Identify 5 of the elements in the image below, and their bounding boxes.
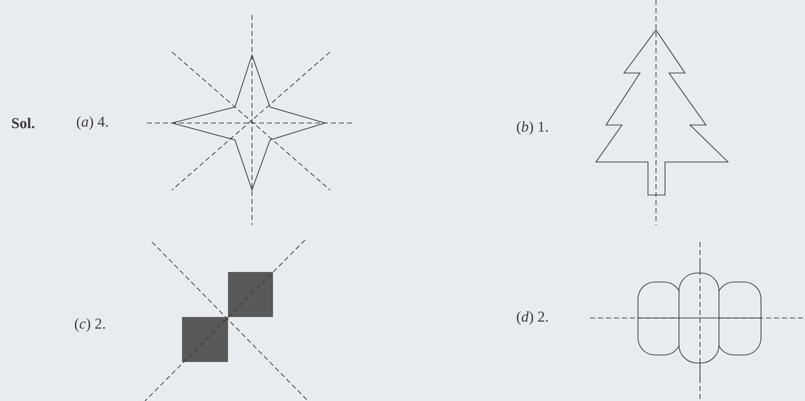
answer-label: (a) 4. [75,115,110,131]
answer-label: (d) 2. [515,310,550,326]
answer-label: Sol. [10,116,36,130]
answer-label: (c) 2. [73,317,107,333]
answer-label: (b) 1. [515,120,550,136]
